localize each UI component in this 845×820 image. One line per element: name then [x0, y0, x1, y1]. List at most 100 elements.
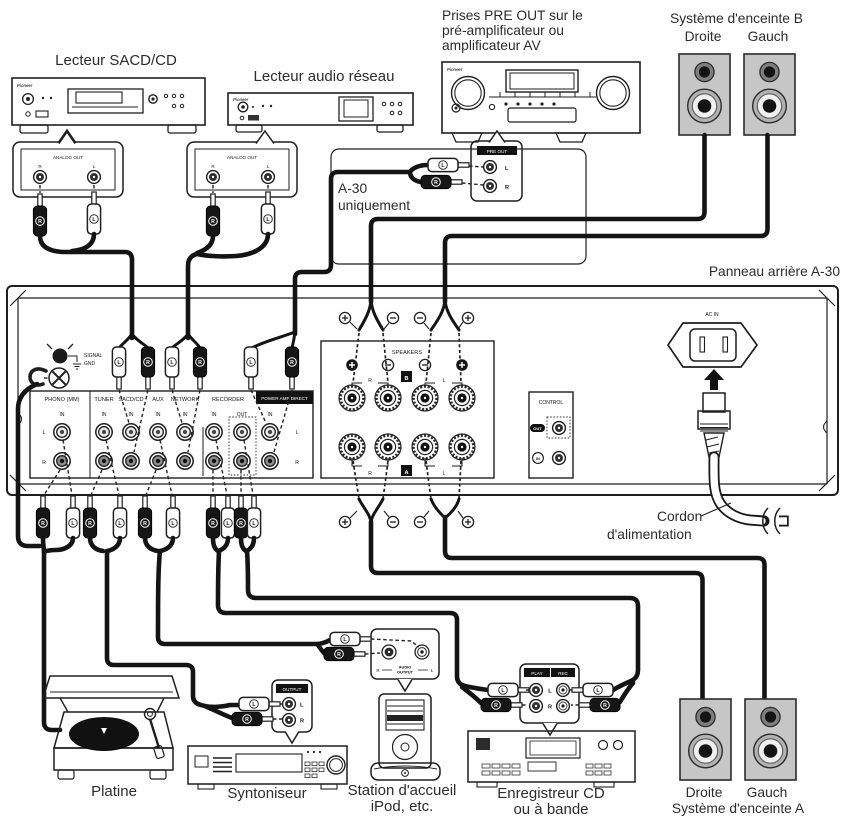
tuner-plug-l	[238, 696, 281, 712]
speaker-b-wires	[352, 132, 770, 384]
input-jack-section: PHONO (MM) TUNER SACD/CD AUX NETWORK REC…	[29, 390, 314, 479]
speaker-a-left-label: L	[443, 471, 446, 477]
cd-recorder-label-line2: ou à bande	[513, 801, 588, 818]
input-label-phono: PHONO (MM)	[44, 397, 79, 403]
play-rec-callout: PLAY REC L R	[519, 663, 580, 737]
svg-text:L: L	[252, 521, 256, 527]
speaker-a-left	[744, 698, 797, 781]
speaker-a-right	[679, 698, 732, 781]
pioneer-logo: Pioneer	[17, 83, 33, 88]
svg-text:R: R	[211, 521, 215, 527]
control-label: CONTROL	[539, 400, 564, 406]
ac-in-section: AC IN	[667, 312, 789, 535]
svg-text:L: L	[170, 360, 174, 366]
svg-text:L: L	[431, 668, 434, 673]
svg-text:uniquement: uniquement	[338, 198, 410, 213]
svg-text:R: R	[88, 521, 92, 527]
svg-text:R: R	[146, 360, 150, 366]
svg-text:R: R	[290, 360, 294, 366]
analog-out-label: ANALOG OUT	[53, 155, 83, 160]
svg-text:R: R	[376, 668, 380, 673]
recorder-in-plug-l	[487, 682, 530, 698]
speaker-b-right	[678, 53, 731, 136]
svg-text:R: R	[239, 521, 243, 527]
svg-text:R: R	[41, 521, 45, 527]
speaker-b-left-label: L	[443, 378, 446, 384]
output-callout: OUTPUT L R	[271, 679, 313, 745]
play-label: PLAY	[531, 671, 542, 676]
svg-text:IN: IN	[212, 412, 217, 418]
power-plug	[697, 392, 731, 458]
plug-letters: R R R R R R R R R R R R R R R L L L L L …	[38, 163, 607, 723]
svg-text:L: L	[252, 702, 256, 708]
svg-text:Prises PRE OUT sur le: Prises PRE OUT sur le	[442, 8, 583, 23]
turntable	[41, 675, 181, 780]
svg-text:L: L	[267, 164, 270, 169]
recorder-out-plug-r	[578, 697, 621, 713]
sacd-player-label: Lecteur SACD/CD	[55, 52, 177, 69]
svg-text:L: L	[92, 217, 96, 223]
svg-text:L: L	[343, 637, 347, 643]
network-player-label: Lecteur audio réseau	[254, 68, 395, 85]
svg-text:AUDIO: AUDIO	[399, 665, 412, 670]
svg-text:R: R	[245, 717, 249, 723]
speaker-a-right-label: R	[368, 471, 372, 477]
bottom-cables	[15, 381, 641, 733]
svg-text:L: L	[71, 521, 75, 527]
svg-text:L: L	[266, 217, 270, 223]
recorder-out-plug-l	[571, 682, 614, 698]
svg-text:OUT: OUT	[237, 412, 248, 418]
a30-only-label: A-30 uniquement	[338, 181, 410, 213]
control-section: CONTROL OUT IN	[528, 391, 574, 479]
svg-text:IN: IN	[60, 412, 65, 418]
svg-text:R: R	[300, 719, 304, 725]
svg-text:IN: IN	[268, 412, 273, 418]
svg-text:R: R	[143, 521, 147, 527]
av-receiver: Pioneer	[441, 61, 641, 143]
rear-panel-label: Panneau arrière A-30	[709, 264, 840, 279]
svg-text:L: L	[296, 430, 299, 436]
analog-out-callout-network: ANALOG OUT R L	[186, 129, 298, 198]
speaker-b-left-caption: Gauch	[748, 29, 789, 44]
svg-text:R: R	[42, 460, 46, 466]
speaker-system-a-label: Système d'enceinte A	[672, 801, 805, 816]
svg-text:L: L	[548, 689, 552, 695]
cd-recorder-device	[467, 730, 636, 788]
signal-gnd-label: SIGNAL	[84, 353, 103, 359]
svg-text:L: L	[226, 521, 230, 527]
ipod-label-line1: Station d'accueil	[348, 782, 457, 799]
svg-text:L: L	[171, 521, 175, 527]
svg-text:IN: IN	[156, 412, 161, 418]
svg-text:R: R	[505, 185, 509, 191]
svg-text:R: R	[434, 180, 438, 186]
svg-text:R: R	[295, 460, 299, 466]
svg-text:L: L	[117, 360, 121, 366]
sacd-cd-player: Pioneer	[11, 77, 206, 134]
network-audio-player: Pioneer	[227, 92, 414, 133]
power-cord-label-line2: d'alimentation	[607, 527, 692, 542]
rec-label: REC	[558, 671, 568, 676]
tuner-device	[187, 745, 348, 790]
svg-text:R: R	[211, 164, 215, 169]
speaker-group-b-label: B	[404, 376, 408, 382]
speaker-a-wires	[352, 460, 767, 702]
speaker-b-right-label: R	[368, 378, 372, 384]
svg-text:A-30: A-30	[338, 181, 367, 196]
turntable-label: Platine	[91, 783, 137, 800]
power-cord-label-line1: Cordon	[657, 509, 702, 524]
pioneer-logo: Pioneer	[447, 67, 463, 72]
rear-panel	[6, 285, 839, 496]
ac-in-label: AC IN	[705, 312, 719, 318]
power-cord	[708, 451, 789, 535]
analog-out-label: ANALOG OUT	[227, 155, 257, 160]
svg-text:R: R	[494, 703, 498, 709]
top-cables	[32, 157, 484, 453]
svg-text:R: R	[38, 164, 42, 169]
svg-text:R: R	[603, 703, 607, 709]
tuner-label: Syntoniseur	[227, 785, 306, 802]
audio-output-callout: R AUDIO OUTPUT L	[370, 628, 440, 693]
svg-text:R: R	[548, 705, 552, 711]
svg-text:OUTPUT: OUTPUT	[397, 670, 414, 675]
